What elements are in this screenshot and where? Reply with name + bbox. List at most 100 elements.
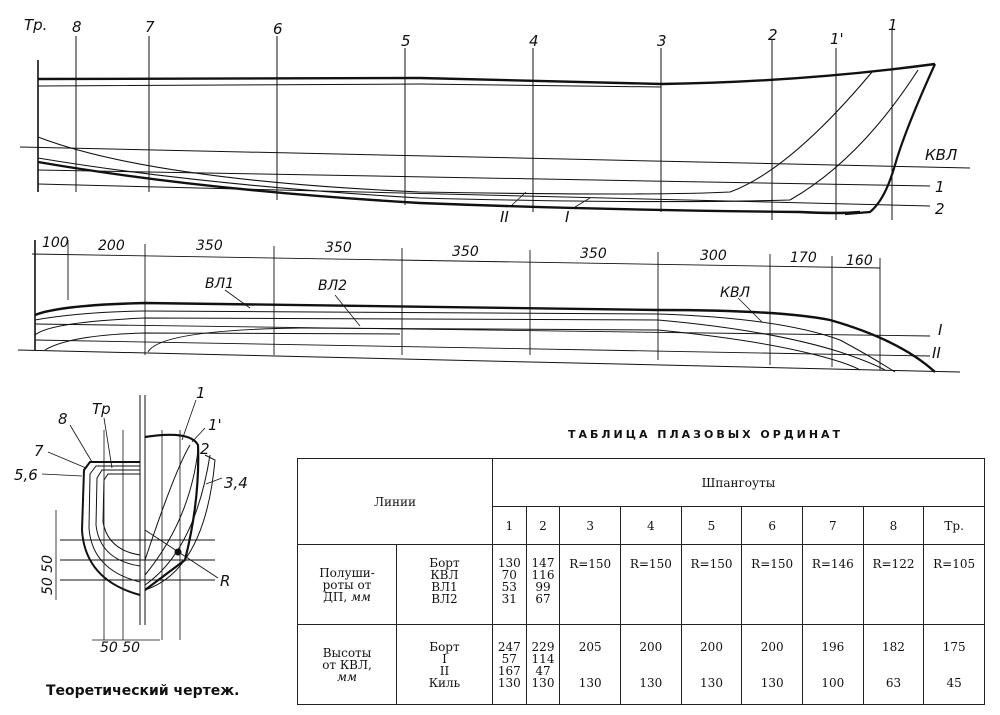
ref-line-i bbox=[34, 323, 931, 337]
waterline-label: ВЛ1 bbox=[205, 276, 234, 292]
station-label: 4 bbox=[529, 32, 539, 50]
spacing-label: 100 bbox=[42, 235, 69, 251]
row-label-line: ДП, мм bbox=[323, 589, 371, 604]
heights-label: Высоты от КВЛ, мм bbox=[297, 624, 397, 705]
fwd-frame bbox=[144, 454, 211, 586]
lines-header: Линии bbox=[297, 458, 493, 545]
spacing-label: 350 bbox=[196, 238, 223, 254]
station-label: 1 bbox=[888, 16, 898, 34]
buttock-i bbox=[37, 69, 919, 203]
spacing-label: 350 bbox=[580, 246, 607, 262]
aft-frame bbox=[95, 469, 141, 567]
spacing-label: 200 bbox=[98, 238, 125, 254]
radius-center bbox=[174, 548, 182, 556]
station-label: Тр. bbox=[24, 16, 47, 34]
spacing-label: 350 bbox=[452, 244, 479, 260]
plan-vl2 bbox=[147, 327, 861, 371]
station-label: 3 bbox=[657, 32, 667, 50]
plan-inner bbox=[44, 332, 401, 351]
leader bbox=[511, 191, 527, 206]
table-cell: 182 63 bbox=[862, 624, 925, 705]
frame-label: 1' bbox=[208, 416, 222, 434]
spacing-label: 170 bbox=[790, 250, 817, 266]
keel-line bbox=[37, 160, 861, 215]
stem-line bbox=[844, 63, 937, 216]
body-plan bbox=[41, 395, 223, 641]
table-cell: R=122 bbox=[862, 544, 925, 625]
frame-label: Тр bbox=[92, 400, 111, 418]
kvl-line bbox=[19, 146, 971, 169]
waterline-label: 2 bbox=[935, 200, 945, 218]
station-label: 8 bbox=[72, 18, 82, 36]
table-cell: 205 130 bbox=[559, 624, 622, 705]
leader bbox=[224, 289, 251, 309]
table-cell: R=105 bbox=[923, 544, 985, 625]
frame-number: 2 bbox=[525, 506, 561, 545]
waterline-label: ВЛ2 bbox=[318, 278, 347, 294]
sheer-line-inner bbox=[37, 83, 662, 88]
frames-row: 1 2 3 4 5 6 7 8 Тр. bbox=[298, 506, 985, 545]
drawing-caption: Теоретический чертеж. bbox=[46, 683, 240, 699]
profile-view bbox=[19, 30, 971, 220]
table-cell: R=150 bbox=[559, 544, 622, 625]
leader bbox=[205, 477, 223, 485]
buttock-label: II bbox=[500, 208, 509, 226]
table-cell: R=146 bbox=[801, 544, 864, 625]
table-cell: R=150 bbox=[741, 544, 803, 625]
fwd-frame bbox=[144, 444, 191, 561]
waterline-label: 1 bbox=[935, 178, 945, 196]
waterline-label: КВЛ bbox=[720, 285, 751, 301]
station-label: 1' bbox=[830, 30, 844, 48]
sheer-line bbox=[37, 62, 936, 86]
body-labels: 8 7 5,6 Тр 1 1' 2 3,4 R 50 50 50 50 bbox=[14, 384, 248, 656]
frame-number: 8 bbox=[862, 506, 925, 545]
deck-line bbox=[34, 301, 936, 373]
leader bbox=[574, 197, 591, 208]
spacing-label: 160 bbox=[846, 253, 873, 269]
station-label: 6 bbox=[273, 20, 283, 38]
aft-frame bbox=[80, 461, 141, 596]
leader bbox=[103, 417, 113, 469]
frame-label: 7 bbox=[34, 442, 44, 460]
table-title: ТАБЛИЦА ПЛАЗОВЫХ ОРДИНАТ bbox=[568, 428, 844, 441]
frame-number: 7 bbox=[801, 506, 864, 545]
frame-number: 5 bbox=[680, 506, 743, 545]
frames-header: Шпангоуты bbox=[491, 458, 986, 507]
leader bbox=[41, 473, 83, 477]
centreline bbox=[17, 349, 961, 373]
leader bbox=[191, 427, 206, 443]
row-label-line: Полуши- bbox=[319, 565, 375, 580]
dim-label-vertical: 50 50 bbox=[40, 555, 56, 595]
leader bbox=[47, 451, 87, 469]
fwd-frame bbox=[144, 433, 200, 591]
table-cell: 175 45 bbox=[923, 624, 985, 705]
station-label: 2 bbox=[768, 26, 778, 44]
table-header-row: Линии Шпангоуты bbox=[297, 458, 986, 545]
frame-number: Тр. bbox=[923, 506, 985, 545]
plan-vl1 bbox=[34, 317, 886, 371]
radius-leader bbox=[144, 529, 219, 579]
profile-labels: Тр. 8 7 6 5 4 3 2 1' 1 КВЛ 1 2 II I bbox=[24, 16, 957, 226]
table-cell: 200 130 bbox=[620, 624, 682, 705]
spacing-label: 350 bbox=[325, 240, 352, 256]
leader bbox=[737, 297, 763, 323]
waterline-2 bbox=[37, 183, 931, 207]
plan-view bbox=[17, 240, 961, 373]
table-cell: 200 130 bbox=[741, 624, 803, 705]
offsets-table: Линии Шпангоуты 1 2 3 4 5 6 7 8 Тр. Полу… bbox=[297, 458, 986, 705]
table-cell: 196 100 bbox=[801, 624, 864, 705]
frame-number: 3 bbox=[559, 506, 622, 545]
leader bbox=[334, 294, 361, 327]
station-label: 7 bbox=[145, 18, 155, 36]
row-label-line: роты от bbox=[322, 577, 372, 592]
aft-frame bbox=[102, 473, 141, 556]
ref-label: II bbox=[932, 344, 941, 362]
